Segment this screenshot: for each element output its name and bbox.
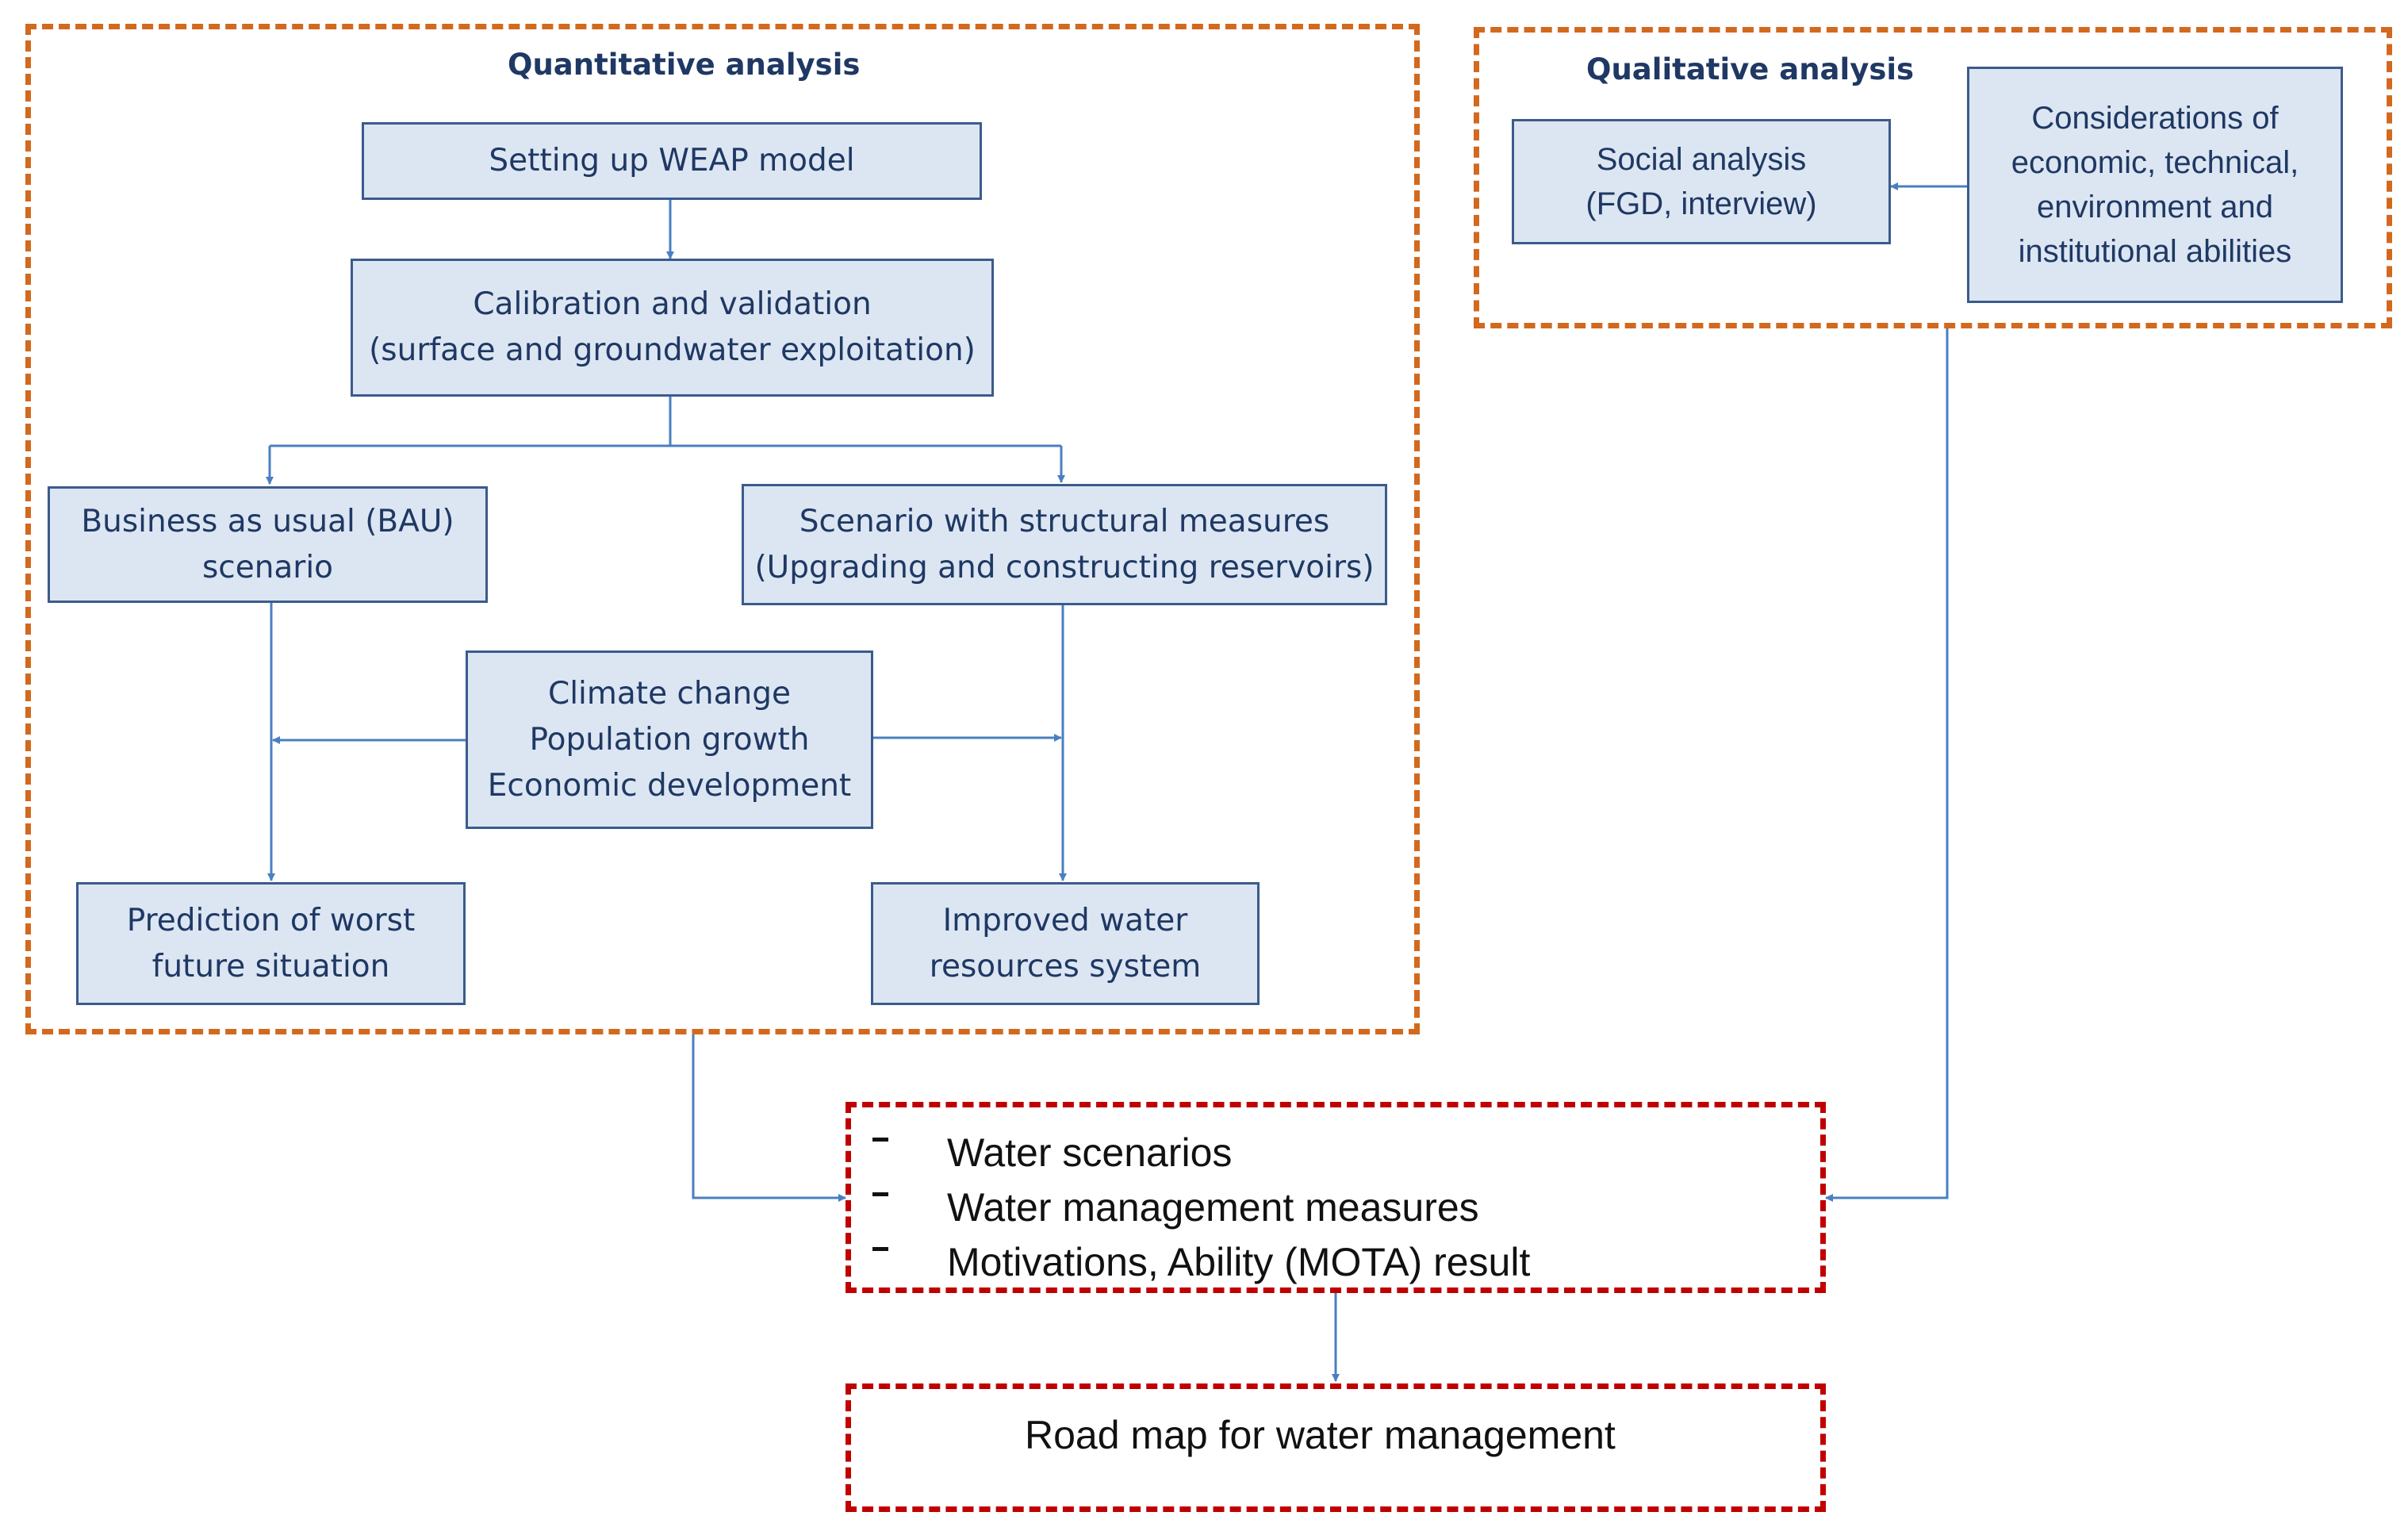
considerations-box: Considerations of economic, technical, e… xyxy=(1967,67,2343,303)
structural-scenario-box: Scenario with structural measures (Upgra… xyxy=(742,484,1387,605)
worst-situation-box: Prediction of worst future situation xyxy=(76,882,466,1005)
results-item-1: Water scenarios xyxy=(947,1130,1233,1175)
results-bullet-1 xyxy=(872,1138,888,1142)
roadmap-frame xyxy=(845,1383,1826,1512)
social-analysis-box: Social analysis (FGD, interview) xyxy=(1512,119,1891,244)
results-bullet-3 xyxy=(872,1247,888,1251)
qualitative-analysis-frame xyxy=(1474,27,2392,328)
roadmap-label: Road map for water management xyxy=(1025,1413,1616,1457)
weap-model-box: Setting up WEAP model xyxy=(362,122,982,200)
quantitative-analysis-title: Quantitative analysis xyxy=(508,48,861,82)
results-item-2: Water management measures xyxy=(947,1185,1479,1230)
calibration-box: Calibration and validation (surface and … xyxy=(351,259,994,397)
qualitative-analysis-title: Qualitative analysis xyxy=(1586,52,1915,86)
quantitative-analysis-frame xyxy=(25,24,1420,1034)
arrow-qualitative-to-results xyxy=(1825,325,1949,1202)
bau-scenario-box: Business as usual (BAU) scenario xyxy=(48,486,488,603)
arrow-quantitative-to-results xyxy=(692,1030,846,1202)
results-bullet-2 xyxy=(872,1192,888,1196)
results-frame xyxy=(845,1102,1826,1293)
drivers-box: Climate change Population growth Economi… xyxy=(466,650,873,829)
improved-system-box: Improved water resources system xyxy=(871,882,1260,1005)
results-item-3: Motivations, Ability (MOTA) result xyxy=(947,1240,1531,1284)
